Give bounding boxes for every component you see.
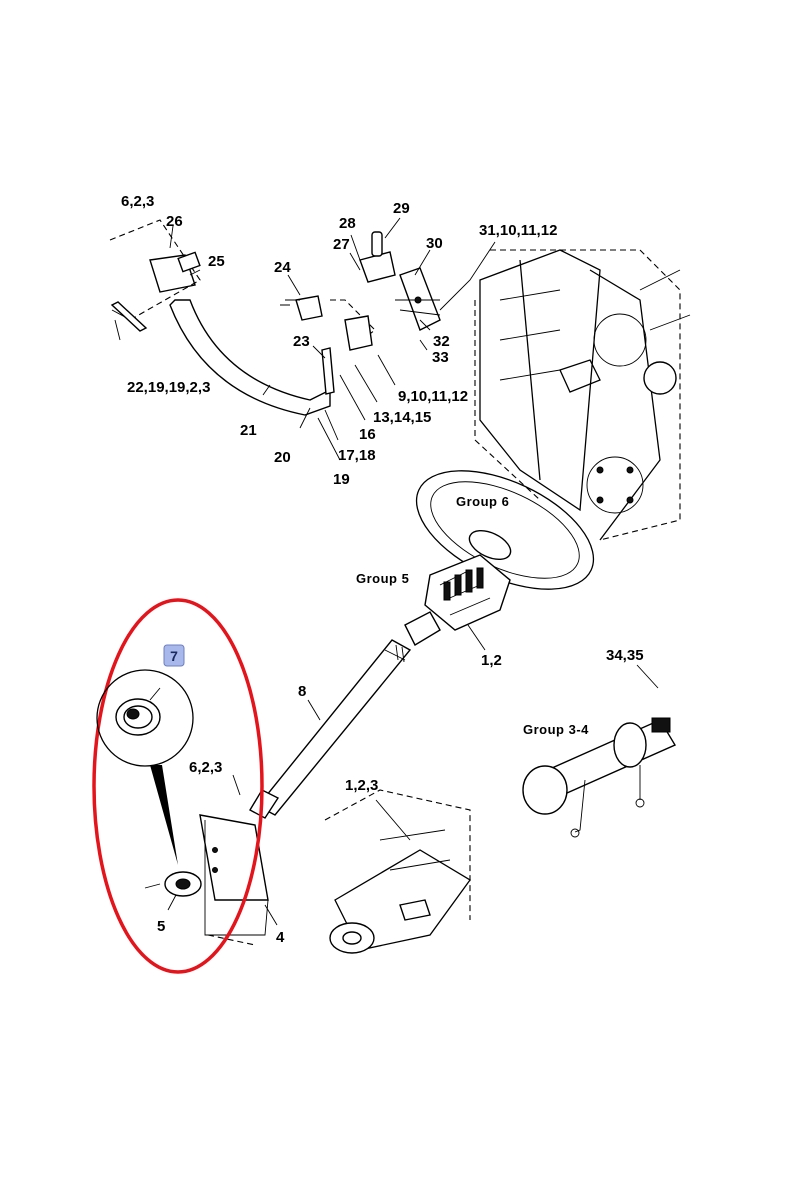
callout-1-2: 1,2 xyxy=(481,652,502,669)
callout-29: 29 xyxy=(393,200,410,217)
shift-lever xyxy=(109,219,331,416)
highlight-label: 7 xyxy=(170,648,178,664)
callout-6-2-3-mid: 6,2,3 xyxy=(189,759,222,776)
detail-inset: 7 xyxy=(92,598,264,974)
callout-8: 8 xyxy=(298,683,306,700)
flange-bearing xyxy=(144,871,202,897)
callout-labels: 6,2,3 26 25 22,19,19,2,3 21 24 23 20 17,… xyxy=(121,193,644,946)
callout-17-18: 17,18 xyxy=(338,447,376,464)
callout-4: 4 xyxy=(276,929,285,946)
group-5-label: Group 5 xyxy=(356,571,409,586)
highlight-badge xyxy=(163,644,185,667)
coupling-cluster xyxy=(404,554,511,646)
callout-23: 23 xyxy=(293,333,310,350)
callout-20: 20 xyxy=(274,449,291,466)
hub-circle xyxy=(643,361,677,395)
machine-frame xyxy=(474,249,691,541)
callout-32: 32 xyxy=(433,333,450,350)
group-3-4-label: Group 3-4 xyxy=(523,722,589,737)
callout-13-14-15: 13,14,15 xyxy=(373,409,431,426)
callout-1-2-3: 1,2,3 xyxy=(345,777,378,794)
linkage-parts xyxy=(280,231,441,395)
callout-5: 5 xyxy=(157,918,165,935)
callout-19: 19 xyxy=(333,471,350,488)
detail-pointer xyxy=(150,765,178,865)
drive-shaft xyxy=(249,639,412,819)
leader-lines xyxy=(114,217,659,926)
callout-30: 30 xyxy=(426,235,443,252)
callout-21: 21 xyxy=(240,422,257,439)
group-6-label: Group 6 xyxy=(456,494,509,509)
pto-shaft xyxy=(522,717,677,838)
hitch-frame xyxy=(324,789,471,954)
callout-34-35: 34,35 xyxy=(606,647,644,664)
callout-28: 28 xyxy=(339,215,356,232)
callout-24: 24 xyxy=(274,259,291,276)
callout-26: 26 xyxy=(166,213,183,230)
callout-6-2-3-top: 6,2,3 xyxy=(121,193,154,210)
callout-27: 27 xyxy=(333,236,350,253)
callout-16: 16 xyxy=(359,426,376,443)
highlight-ring xyxy=(92,598,264,974)
callout-31-10-11-12: 31,10,11,12 xyxy=(479,222,557,239)
pulley xyxy=(593,313,647,367)
callout-25: 25 xyxy=(208,253,225,270)
detail-circle xyxy=(96,669,194,767)
callout-22-19: 22,19,19,2,3 xyxy=(127,379,210,396)
callout-9-10-11-12: 9,10,11,12 xyxy=(398,388,468,405)
gear-plate xyxy=(586,456,644,514)
callout-33: 33 xyxy=(432,349,449,366)
